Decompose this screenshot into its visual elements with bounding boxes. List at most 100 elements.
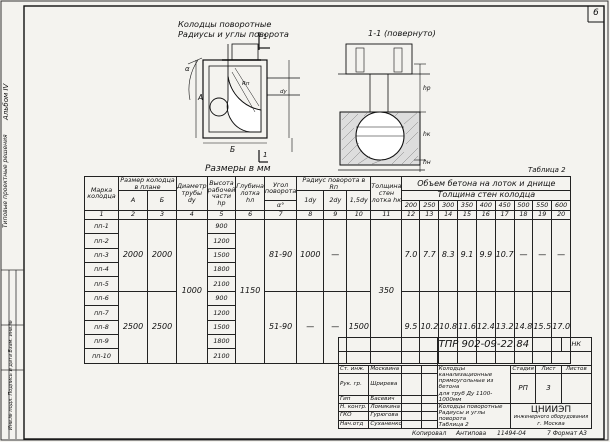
angle-label: α xyxy=(185,65,190,73)
col-num: 4 xyxy=(176,209,208,220)
page-number: 6 xyxy=(593,8,599,18)
col-num: 19 xyxy=(532,209,553,220)
section-title: 1-1 (повернуто) xyxy=(368,28,436,38)
g2-a: 2500 xyxy=(118,290,148,364)
role: Н. контр. xyxy=(337,402,370,413)
g1-vol-400: 9.9 xyxy=(475,218,496,292)
section-view xyxy=(338,43,430,172)
col-num: 11 xyxy=(370,209,403,220)
hdr-t-200: 200 xyxy=(401,199,421,211)
date xyxy=(421,419,438,430)
stage-value: РП xyxy=(509,373,537,404)
col-num: 14 xyxy=(438,209,459,220)
sign xyxy=(401,394,423,404)
row-hp: 1200 xyxy=(206,233,237,249)
table-row: пп-1 2000 2000 1000 900 1150 81-90 1000 … xyxy=(84,218,572,364)
hdr-r-2dy: 2dy xyxy=(323,190,348,211)
hdr-slab: Глубина лотка hл xyxy=(235,176,265,211)
role: ГКО xyxy=(337,411,370,421)
hdr-angle-sym: α° xyxy=(263,199,298,211)
g1-vol-350: 9.1 xyxy=(457,218,477,292)
dimensions-table: Марка колодца Размер колодца в плане Диа… xyxy=(84,175,572,364)
date xyxy=(421,411,438,421)
row-hp: 900 xyxy=(206,290,237,307)
footer-copy: Копировал xyxy=(412,430,447,437)
hdr-t-250: 250 xyxy=(419,199,440,211)
doc-title-main: Колодцы канализационные прямоугольные из… xyxy=(436,365,512,404)
section-mark-bottom: 1 xyxy=(263,151,268,159)
g1-vol-300: 8.3 xyxy=(438,218,459,292)
col-num: 20 xyxy=(551,209,572,220)
row-mark: пп-10 xyxy=(84,348,119,364)
shared-diameter: 1000 xyxy=(176,218,208,364)
col-num: 18 xyxy=(513,209,534,220)
doc-code: ТПР 902-09-22.84 xyxy=(436,337,562,352)
hdr-wall: Толщина стен колодца xyxy=(401,190,572,201)
row-hp: 2100 xyxy=(206,348,237,364)
row-mark: пп-3 xyxy=(84,247,119,264)
inventory-label: Инв.№ подл. Подпись и дата Взам. инв.№ xyxy=(8,320,14,430)
name: Ломикина xyxy=(368,402,403,413)
g1-r3 xyxy=(346,218,372,292)
hdr-plan-size: Размер колодца в плане xyxy=(118,175,177,192)
sheet-header: Лист xyxy=(535,365,562,374)
col-num: 12 xyxy=(401,209,421,220)
shared-slab: 1150 xyxy=(235,218,265,364)
dim-hk-label: hк xyxy=(423,131,431,138)
date xyxy=(421,402,438,413)
g1-r1: 1000 xyxy=(296,218,325,292)
col-num: 1 xyxy=(84,209,119,220)
doc-title-sub: Колодцы поворотные Радиусы и углы поворо… xyxy=(436,402,512,430)
table-row: пп-10 2100 xyxy=(84,348,571,364)
doc-title-2: прямоугольные из бетона xyxy=(438,378,494,391)
g1-vol-550: — xyxy=(532,218,553,292)
table-row: пп-8 1500 xyxy=(84,319,571,335)
doc-title-1: Колодцы канализационные xyxy=(438,366,493,379)
footer-name: Антипова xyxy=(456,430,487,437)
doc-title-4: Колодцы поворотные xyxy=(438,403,503,410)
stage-header: Стадия xyxy=(509,365,537,374)
stamp-blank xyxy=(338,351,438,366)
name: Суханенко xyxy=(368,419,403,430)
org-sub: инженерного оборудования xyxy=(513,414,589,421)
plan-view xyxy=(187,32,300,163)
row-hp: 1800 xyxy=(206,261,237,278)
column-numbers-row: 1 2 3 4 5 6 7 8 9 10 11 12 13 14 15 16 1… xyxy=(84,209,572,220)
plan-title-1: Колодцы поворотные xyxy=(178,19,272,29)
table-label: Таблица 2 xyxy=(528,166,566,174)
hdr-t-400: 400 xyxy=(475,199,496,211)
col-num: 6 xyxy=(235,209,265,220)
table-row: пп-6 2500 2500 900 51-90 — — 1500 9.5 10… xyxy=(84,290,572,364)
hdr-b: Б xyxy=(147,190,177,211)
g2-angle: 51-90 xyxy=(263,290,298,364)
row-mark: пп-5 xyxy=(84,276,119,292)
hdr-hk: Толщина стен лотка hк xyxy=(370,176,403,211)
org-city: г. Москва xyxy=(537,421,565,428)
sign xyxy=(401,373,423,396)
row-mark: пп-1 xyxy=(84,218,119,235)
col-num: 7 xyxy=(263,209,298,220)
g1-vol-200: 7.0 xyxy=(401,218,421,292)
section-hatch xyxy=(341,111,419,165)
sign xyxy=(401,411,423,421)
name: Москвина xyxy=(368,365,403,374)
g1-angle: 81-90 xyxy=(263,218,298,292)
sign xyxy=(401,419,423,430)
title-block: ТПР 902-09-22.84 НК Ст. инж. Москвина Ко… xyxy=(337,337,593,440)
row-hp: 2100 xyxy=(206,276,237,292)
row-hp: 1500 xyxy=(206,247,237,264)
row-hp: 1500 xyxy=(206,319,237,335)
hdr-height: Высота рабочей части hp xyxy=(206,176,237,211)
row-hp: 1800 xyxy=(206,333,237,350)
row-hp: 1200 xyxy=(206,305,237,321)
plan-title-2: Радиусы и углы поворота xyxy=(178,29,289,39)
row-mark: пп-9 xyxy=(84,333,119,350)
table-row: пп-9 1800 xyxy=(84,333,571,350)
dim-a-label: А xyxy=(198,93,204,102)
row-mark: пп-2 xyxy=(84,233,119,249)
dim-dy-label: dy xyxy=(280,89,287,95)
doc-title-3: для труб Ду 1100-1000мм xyxy=(438,390,493,403)
col-num: 2 xyxy=(118,209,148,220)
dim-b-label: Б xyxy=(230,145,236,154)
